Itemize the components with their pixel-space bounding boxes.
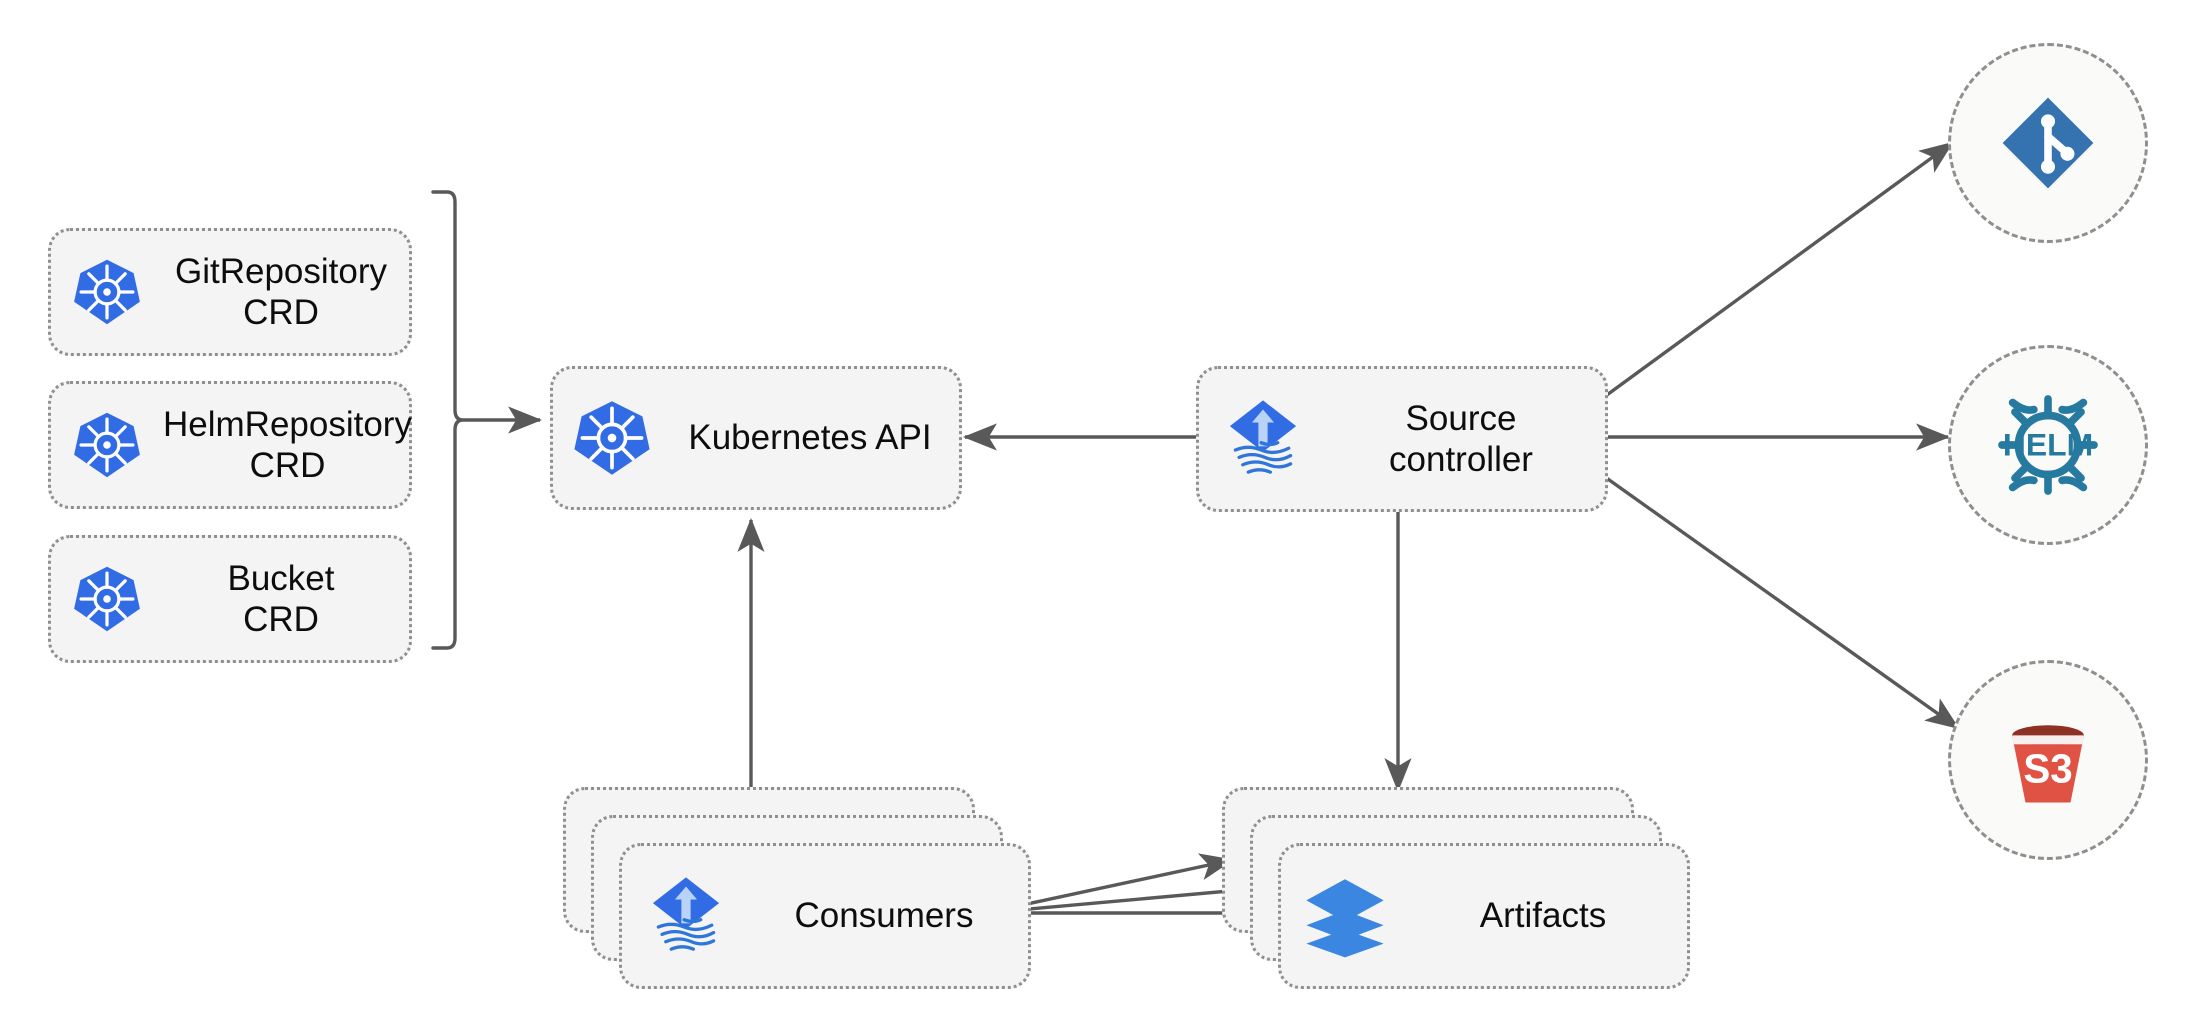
source-git[interactable]: [1948, 43, 2148, 243]
helm-icon: HELM: [1989, 386, 2107, 504]
card-label: GitRepository CRD: [174, 251, 388, 332]
flux-icon: [1199, 393, 1327, 485]
node-kubernetes-api[interactable]: Kubernetes API: [550, 366, 962, 510]
kubernetes-icon: [51, 257, 163, 327]
card-bucket-crd[interactable]: Bucket CRD: [48, 535, 412, 663]
flux-icon: [622, 870, 750, 962]
node-label: Consumers: [794, 896, 974, 936]
kubernetes-icon: [553, 398, 671, 478]
edge-source-controller-to-s3: [1597, 470, 1960, 730]
source-s3[interactable]: S3: [1948, 660, 2148, 860]
node-artifacts[interactable]: Artifacts: [1278, 843, 1690, 989]
layers-icon: [1281, 870, 1409, 962]
edge-source-controller-to-git: [1598, 141, 1954, 402]
node-label: Source controller: [1389, 398, 1533, 479]
card-label: Bucket CRD: [227, 558, 335, 639]
card-gitrepository-crd[interactable]: GitRepository CRD: [48, 228, 412, 356]
node-consumers[interactable]: Consumers: [619, 843, 1031, 989]
node-label: Kubernetes API: [688, 418, 932, 458]
helm-label: HELM: [2003, 427, 2093, 463]
s3-label: S3: [2023, 745, 2072, 791]
s3-bucket-icon: S3: [1992, 704, 2104, 816]
node-label: Artifacts: [1479, 896, 1607, 936]
source-helm[interactable]: HELM: [1948, 345, 2148, 545]
card-label: HelmRepository CRD: [163, 404, 412, 485]
crd-bracket: [431, 190, 464, 650]
kubernetes-icon: [51, 410, 163, 480]
node-source-controller[interactable]: Source controller: [1196, 366, 1608, 512]
kubernetes-icon: [51, 564, 163, 634]
card-helmrepository-crd[interactable]: HelmRepository CRD: [48, 381, 412, 509]
git-icon: [1994, 89, 2102, 197]
